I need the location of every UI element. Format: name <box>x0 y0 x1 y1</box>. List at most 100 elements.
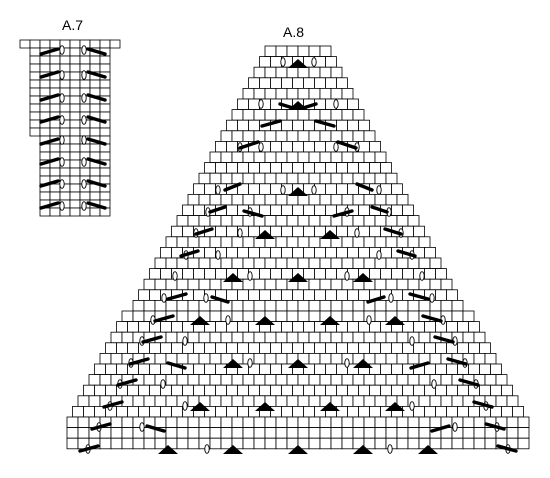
grid-cell <box>435 384 447 397</box>
grid-cell <box>303 140 315 153</box>
grid-cell <box>330 66 343 79</box>
grid-cell <box>358 289 370 301</box>
grid-cell <box>209 236 222 248</box>
grid-cell <box>407 215 420 227</box>
grid-cell <box>264 130 277 142</box>
grid-cell <box>237 405 249 418</box>
grid-cell <box>275 310 288 323</box>
grid-cell <box>484 427 497 439</box>
grid-cell <box>99 79 111 89</box>
grid-cell <box>242 236 255 248</box>
grid-cell <box>165 374 178 386</box>
grid-cell <box>49 183 61 193</box>
grid-cell <box>231 299 244 312</box>
decrease-symbol <box>128 357 150 366</box>
grid-cell <box>330 416 343 429</box>
grid-cell <box>59 167 71 177</box>
grid-cell <box>418 416 431 429</box>
grid-cell <box>286 88 299 100</box>
grid-cell <box>385 257 398 270</box>
decrease-symbol <box>458 378 480 387</box>
grid-cell <box>132 299 145 312</box>
grid-cell <box>440 374 453 386</box>
grid-cell <box>39 63 51 73</box>
grid-cell <box>220 395 233 407</box>
grid-cell <box>396 437 409 450</box>
grid-cell <box>253 193 266 206</box>
grid-cell <box>39 87 51 97</box>
grid-cell <box>39 55 51 65</box>
grid-cell <box>193 204 205 217</box>
grid-cell <box>138 384 150 397</box>
grid-cell <box>363 236 376 248</box>
grid-cell <box>341 374 354 386</box>
grid-cell <box>363 151 376 164</box>
yarn-over-symbol <box>215 185 221 195</box>
grid-cell <box>127 405 139 418</box>
grid-cell <box>264 257 277 270</box>
grid-cell <box>59 79 71 89</box>
grid-cell <box>204 162 216 174</box>
grid-cell <box>308 215 321 227</box>
grid-cell <box>314 162 326 174</box>
grid-cell <box>160 268 172 280</box>
yarn-over-symbol <box>388 293 394 303</box>
grid-cell <box>226 140 238 153</box>
grid-cell <box>132 437 145 450</box>
grid-cell <box>347 342 359 354</box>
grid-cell <box>297 416 310 429</box>
grid-cell <box>231 130 244 142</box>
grid-cell <box>29 71 41 81</box>
grid-cell <box>358 225 370 238</box>
grid-cell <box>297 427 310 439</box>
yarn-over-symbol <box>59 93 65 103</box>
grid-cell <box>121 416 134 429</box>
grid-cell <box>105 363 117 376</box>
grid-cell <box>187 299 200 312</box>
grid-cell <box>69 175 81 185</box>
grid-cell <box>347 246 359 259</box>
decrease-symbol <box>86 137 107 146</box>
grid-cell <box>418 374 431 386</box>
grid-cell <box>292 225 304 238</box>
grid-cell <box>248 405 260 418</box>
grid-cell <box>413 342 425 354</box>
grid-cell <box>325 56 337 68</box>
grid-cell <box>281 204 293 217</box>
grid-cell <box>99 437 112 450</box>
grid-cell <box>253 88 266 100</box>
grid-cell <box>253 109 266 121</box>
decrease-symbol <box>86 179 107 188</box>
grid-cell <box>242 395 255 407</box>
grid-cell <box>69 135 81 145</box>
grid-cell <box>99 63 111 73</box>
yarn-over-symbol <box>387 444 393 454</box>
grid-cell <box>143 395 156 407</box>
grid-cell <box>479 342 491 354</box>
grid-cell <box>325 77 337 89</box>
grid-cell <box>473 331 486 344</box>
grid-cell <box>198 278 211 291</box>
grid-cell <box>341 427 354 439</box>
yarn-over-symbol <box>344 358 350 368</box>
grid-cell <box>352 236 365 248</box>
grid-cell <box>501 405 513 418</box>
grid-cell <box>314 363 326 376</box>
grid-cell <box>325 384 337 397</box>
grid-cell <box>105 384 117 397</box>
grid-cell <box>154 395 167 407</box>
grid-cell <box>347 321 359 333</box>
grid-cell <box>385 416 398 429</box>
grid-cell <box>69 103 81 113</box>
grid-cell <box>319 66 332 79</box>
grid-cell <box>281 77 293 89</box>
grid-cell <box>248 246 260 259</box>
grid-cell <box>248 98 260 111</box>
grid-cell <box>440 437 453 450</box>
grid-cell <box>385 352 398 365</box>
grid-cell <box>380 183 392 195</box>
grid-cell <box>270 342 282 354</box>
grid-cell <box>182 321 194 333</box>
grid-cell <box>204 363 216 376</box>
grid-cell <box>435 363 447 376</box>
